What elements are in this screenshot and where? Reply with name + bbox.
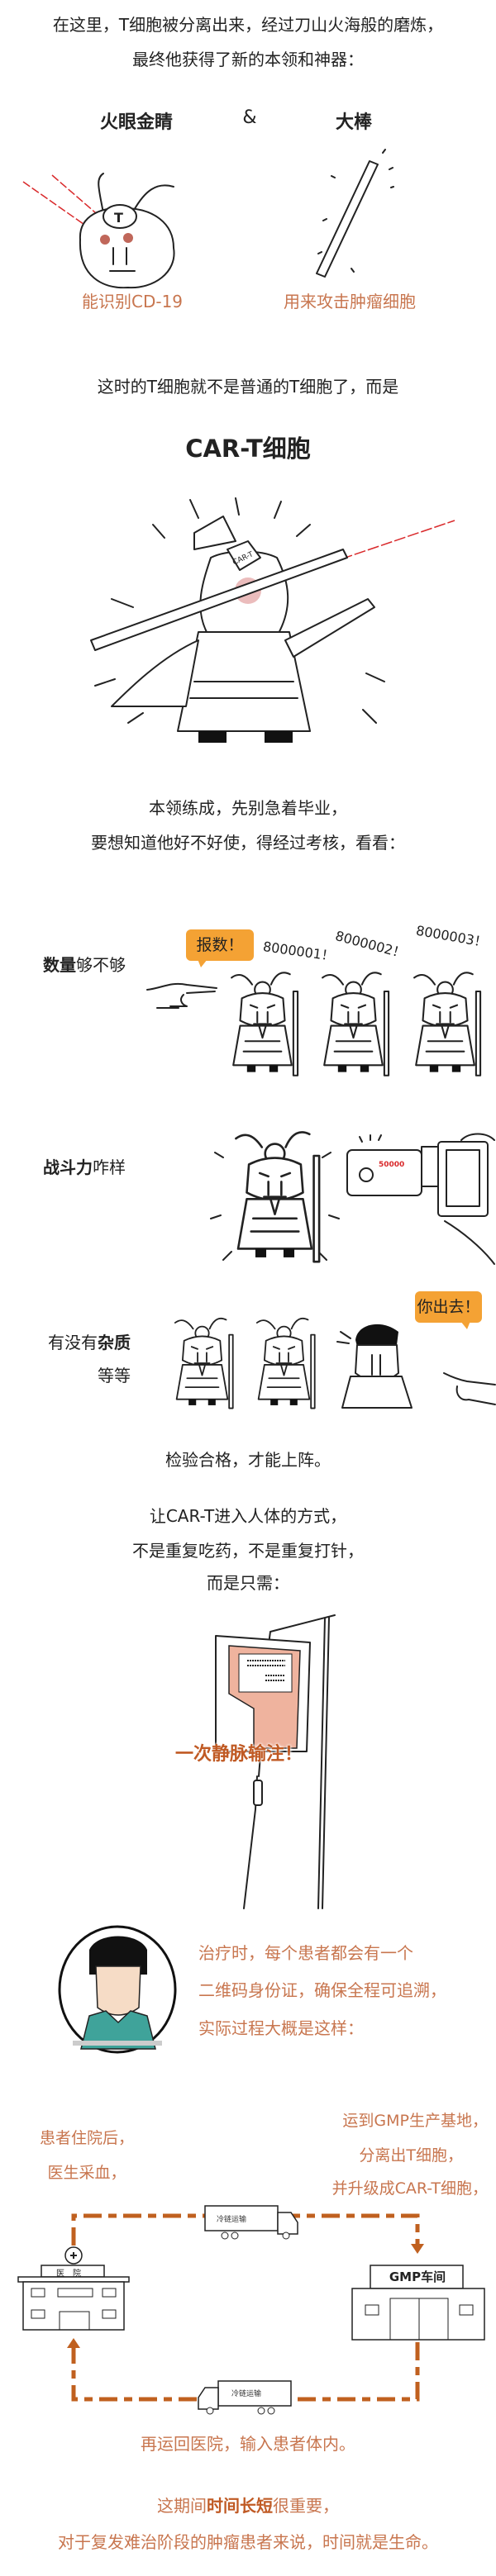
arrow-up-icon [67, 2338, 80, 2348]
cold-chain-truck-bottom [198, 2380, 292, 2415]
qualified-soldier-2 [255, 1317, 316, 1409]
purity-label: 有没有杂质 [43, 1329, 131, 1353]
ability-staff-caption: 用来攻击肿瘤细胞 [284, 292, 416, 311]
truck-label-top: 冷链运输 [217, 2216, 247, 2224]
intro-line-2: 最终他获得了新的本领和神器： [132, 50, 364, 69]
quantity-label-rest: 够不够 [76, 955, 126, 975]
gmp-sign: GMP车间 [389, 2269, 446, 2284]
exam-intro-line-2: 要想知道他好不好使，得经过考核，看看： [91, 833, 405, 853]
hospital-step-line-1: 患者住院后， [39, 2129, 134, 2147]
doctor-avatar [58, 1925, 177, 2054]
iv-infusion-label: 一次静脉输注！ [175, 1744, 303, 1765]
staff-illustration [316, 149, 394, 278]
pointing-hand-icon-2 [443, 1372, 496, 1405]
power-reading: 50000 [379, 1161, 404, 1169]
qualified-soldier-1 [174, 1317, 234, 1409]
gmp-workshop-building [351, 2265, 485, 2341]
quantity-label-bold: 数量 [43, 955, 76, 975]
closing-pre: 这期间 [157, 2496, 207, 2516]
closing-line-2: 对于复发难治阶段的肿瘤患者来说，时间就是生命。 [58, 2532, 438, 2552]
doctor-line-2: 二维码身份证，确保全程可追溯， [198, 1980, 446, 2000]
cold-chain-truck-top [204, 2205, 298, 2240]
powering-up-soldier [210, 1131, 340, 1263]
get-out-speech-bubble: 你出去！ [415, 1291, 482, 1329]
closing-line-1: 这期间时间长短很重要， [0, 2495, 496, 2517]
car-t-soldier-2 [322, 972, 390, 1077]
car-t-soldier-3 [413, 972, 482, 1077]
intro-line-1: 在这里，T细胞被分离出来，经过刀山火海般的磨炼， [52, 15, 444, 35]
power-label-rest: 咋样 [93, 1157, 126, 1177]
purity-label-bold: 杂质 [98, 1333, 131, 1352]
pointing-hand-icon [146, 982, 217, 1009]
closing-post: 很重要， [273, 2496, 339, 2516]
car-t-warrior-illustration: CAR-T [90, 497, 455, 743]
impurity-soldier [336, 1324, 413, 1409]
truck-label-bottom: 冷链运输 [231, 2390, 262, 2398]
gmp-step-line-2: 分离出T细胞， [359, 2146, 463, 2165]
power-label-bold: 战斗力 [43, 1157, 93, 1177]
count-off-speech-bubble: 报数！ [186, 929, 254, 967]
delivery-line-3: 而是只需： [207, 1573, 289, 1593]
gmp-step-line-1: 运到GMP生产基地， [342, 2112, 488, 2130]
ability-staff-title: 大棒 [335, 112, 372, 133]
ability-eyes-caption: 能识别CD-19 [81, 292, 184, 311]
hospital-step-line-2: 医生采血， [47, 2164, 126, 2182]
quantity-label: 数量够不够 [43, 952, 126, 976]
exam-intro-line-1: 本领练成，先别急着毕业， [149, 798, 347, 818]
count-1: 8000001！ [261, 939, 336, 964]
iv-drip-illustration [215, 1614, 336, 1909]
count-3: 8000003！ [414, 922, 489, 951]
gmp-step-line-3: 并升级成CAR-T细胞， [331, 2179, 488, 2198]
delivery-line-2: 不是重复吃药，不是重复打针， [132, 1541, 364, 1561]
arrow-down-icon [411, 2244, 424, 2254]
pass-inspection-text: 检验合格，才能上阵。 [165, 1450, 331, 1470]
ampersand: & [242, 107, 257, 128]
doctor-line-1: 治疗时，每个患者都会有一个 [198, 1943, 413, 1963]
hospital-building [17, 2246, 130, 2331]
doctor-line-3: 实际过程大概是这样： [198, 2018, 364, 2038]
power-scanner-device: 50000 [346, 1133, 495, 1265]
car-t-soldier-1 [231, 972, 299, 1077]
ability-eyes-title: 火眼金睛 [99, 112, 173, 133]
count-2: 8000002！ [333, 927, 408, 962]
helmet-letter: T [114, 210, 123, 226]
power-label: 战斗力咋样 [43, 1154, 126, 1178]
purity-etc: 等等 [98, 1366, 131, 1385]
delivery-line-1: 让CAR-T进入人体的方式， [149, 1506, 347, 1526]
closing-bold: 时间长短 [207, 2496, 273, 2516]
transform-line: 这时的T细胞就不是普通的T细胞了，而是 [97, 377, 399, 397]
car-t-title: CAR-T细胞 [185, 435, 311, 463]
return-step-text: 再运回医院，输入患者体内。 [141, 2434, 355, 2454]
purity-label-pre: 有没有 [48, 1333, 98, 1352]
monkey-head-laser-eyes-illustration: T [22, 173, 175, 289]
hospital-sign: 医院 [56, 2269, 89, 2279]
cold-chain-flow-diagram [17, 2205, 485, 2415]
